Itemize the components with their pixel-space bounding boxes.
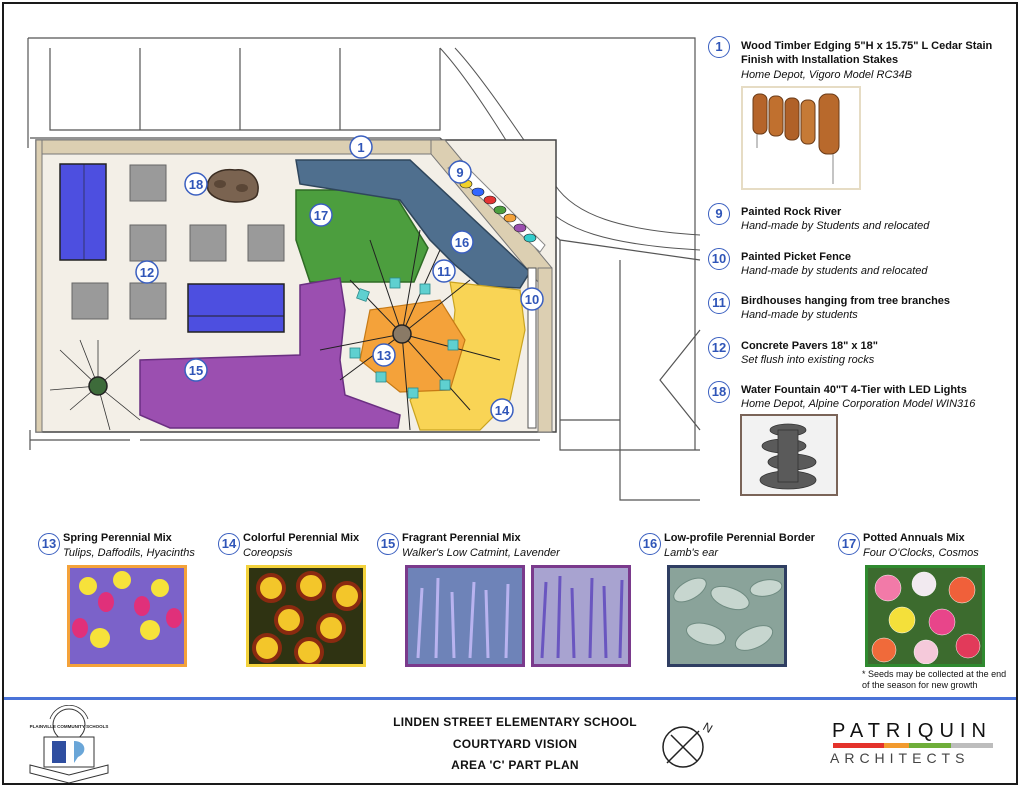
school-logo-icon: PLAINVILLE COMMUNITY SCHOOLS — [26, 704, 112, 784]
painted-rocks — [459, 179, 537, 243]
callout-11: 11 — [432, 259, 456, 283]
footer-school-name: LINDEN STREET ELEMENTARY SCHOOL — [393, 715, 637, 729]
birdhouses — [349, 277, 459, 399]
callout-14: 14 — [490, 398, 514, 422]
footer-plan-title: AREA 'C' PART PLAN — [451, 758, 579, 772]
lambs-ear-photo — [667, 565, 787, 667]
callout-18: 18 — [184, 172, 208, 196]
coreopsis-photo — [246, 565, 366, 667]
svg-text:14: 14 — [495, 403, 510, 418]
svg-text:12: 12 — [140, 265, 154, 280]
brand-color-bar — [833, 743, 994, 748]
fountain-photo — [740, 414, 838, 496]
north-arrow-icon: N — [657, 715, 715, 771]
svg-text:10: 10 — [525, 292, 539, 307]
svg-text:18: 18 — [189, 177, 203, 192]
callout-13: 13 — [372, 343, 396, 367]
tree-trunk-center — [392, 324, 412, 344]
brand-name: PATRIQUIN — [832, 720, 992, 742]
bed-15-fragrant — [139, 277, 401, 429]
site-plan: 1 9 10 11 12 13 14 15 16 17 18 — [27, 37, 701, 501]
svg-text:9: 9 — [456, 165, 463, 180]
building-outline — [27, 37, 701, 501]
footer-project-title: COURTYARD VISION — [452, 737, 578, 751]
bench-right — [187, 283, 285, 333]
annuals-photo — [865, 565, 985, 667]
callout-16: 16 — [450, 230, 474, 254]
callout-17: 17 — [309, 203, 333, 227]
footer-rule — [4, 697, 1016, 700]
svg-text:16: 16 — [455, 235, 469, 250]
svg-text:PLAINVILLE COMMUNITY SCHOOLS: PLAINVILLE COMMUNITY SCHOOLS — [30, 724, 109, 729]
seed-note: * Seeds may be collected at the end of t… — [862, 669, 1007, 690]
spring-mix-photo — [67, 565, 187, 667]
concrete-pavers — [71, 164, 285, 320]
svg-text:11: 11 — [437, 264, 451, 279]
callout-10: 10 — [520, 287, 544, 311]
svg-text:15: 15 — [189, 363, 203, 378]
lavender-photo — [531, 565, 631, 667]
legend-num: 1 — [708, 36, 730, 58]
brand-subtitle: ARCHITECTS — [830, 750, 970, 766]
svg-text:N: N — [701, 719, 714, 735]
svg-text:1: 1 — [357, 140, 364, 155]
bed-16-border — [295, 159, 531, 289]
catmint-photo — [405, 565, 525, 667]
callout-15: 15 — [184, 358, 208, 382]
svg-text:13: 13 — [377, 348, 391, 363]
callout-1: 1 — [349, 135, 373, 159]
svg-text:17: 17 — [314, 208, 328, 223]
picket-fence — [527, 267, 537, 429]
callout-9: 9 — [448, 160, 472, 184]
callout-12: 12 — [135, 260, 159, 284]
timber-edging-photo — [741, 86, 861, 190]
water-fountain — [206, 168, 259, 203]
left-tree — [49, 339, 141, 431]
bench-left — [59, 163, 107, 261]
